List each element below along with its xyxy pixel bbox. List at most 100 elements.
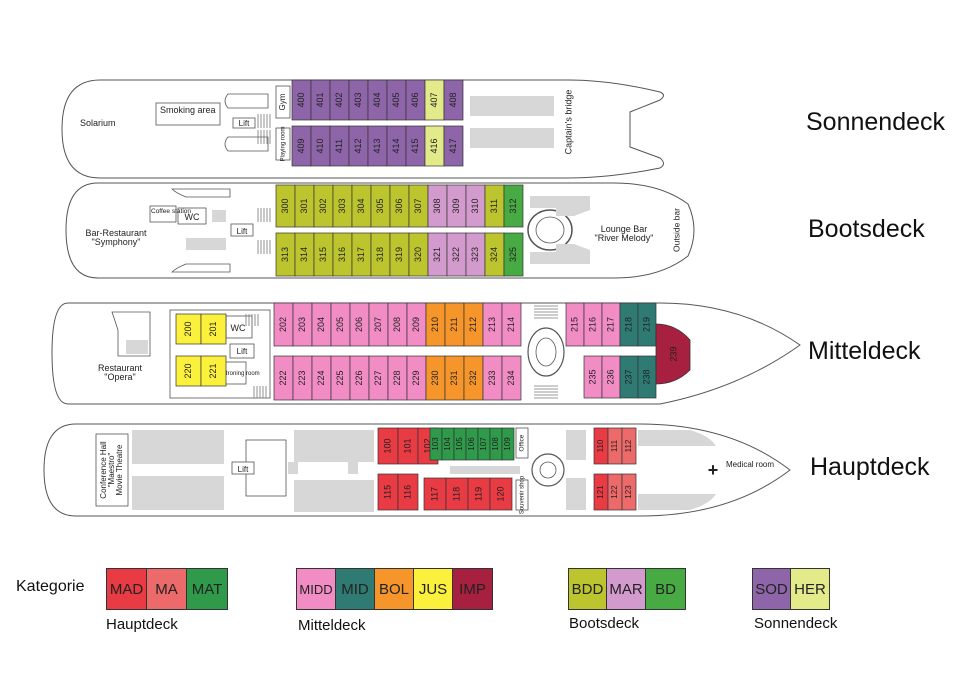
cabin-314-label: 314 (299, 247, 309, 262)
legend-mid: MID (336, 569, 375, 609)
cabin-322-label: 322 (451, 247, 461, 262)
cabin-304-label: 304 (356, 198, 366, 213)
cabin-305-label: 305 (375, 198, 385, 213)
cabin-325 (503, 232, 524, 277)
legend-mitteldeck-caption: Mitteldeck (298, 617, 366, 634)
cabin-100-label: 100 (382, 438, 392, 453)
cabin-220-label: 220 (183, 363, 193, 378)
office-label: Office (519, 434, 526, 451)
legend-jus: JUS (414, 569, 453, 609)
cabin-118-label: 118 (451, 487, 461, 501)
cabin-201-label: 201 (208, 321, 218, 336)
bootsdeck-wc-box (177, 207, 207, 225)
cabin-200 (175, 313, 202, 345)
movie-theatre-label: Movie Theatre (115, 444, 124, 496)
cabin-119-label: 119 (473, 487, 483, 501)
lounge-bar-label: Lounge Bar (601, 224, 648, 234)
legend-title: Kategorie (16, 578, 85, 595)
mitteldeck-lift-box (229, 343, 255, 359)
cabin-211-label: 211 (449, 317, 459, 331)
cabin-417 (443, 125, 464, 167)
mitteldeck-title: Mitteldeck (808, 337, 921, 365)
cabin-218-label: 218 (623, 317, 633, 332)
cabin-214 (501, 302, 522, 347)
hauptdeck-title: Hauptdeck (810, 453, 930, 481)
cabin-238-label: 238 (641, 369, 651, 384)
smoking-area-box (155, 102, 221, 126)
cabin-402-label: 402 (334, 92, 344, 107)
cabin-120 (489, 477, 513, 511)
cabin-404-label: 404 (372, 92, 382, 107)
medical-plus-icon: + (708, 460, 719, 480)
legend-bootsdeck-caption: Bootsdeck (569, 615, 640, 632)
cabin-219-label: 219 (641, 317, 651, 332)
cabin-101-label: 101 (402, 438, 412, 453)
playing-room-box (275, 127, 291, 161)
cabin-237-label: 237 (623, 369, 633, 384)
cabin-223-label: 223 (297, 370, 307, 385)
cabin-204-label: 204 (316, 317, 326, 332)
bootsdeck-wc-label: WC (185, 212, 200, 222)
cabin-324-label: 324 (489, 247, 499, 262)
cabin-112-label: 112 (624, 439, 633, 452)
cabin-411-label: 411 (334, 139, 344, 153)
hauptdeck-grey-1 (132, 430, 224, 464)
cabin-102-label: 102 (422, 438, 432, 453)
cabin-106-label: 106 (467, 437, 476, 451)
mitteldeck-wc-label: WC (231, 323, 246, 333)
cabin-239 (655, 323, 691, 385)
smoking-area-label: Smoking area (160, 105, 216, 115)
cabin-303-label: 303 (337, 198, 347, 213)
cabin-221 (200, 355, 227, 387)
medical-room-label: Medical room (726, 460, 774, 469)
cabin-413-label: 413 (372, 138, 382, 153)
cabin-225-label: 225 (335, 370, 345, 385)
cabin-308-label: 308 (432, 198, 442, 213)
sonnendeck-lift-box (232, 117, 256, 129)
cabin-317-label: 317 (356, 247, 366, 262)
cabin-228-label: 228 (392, 370, 402, 385)
conference-hall-label: Conference Hall (99, 441, 108, 499)
cabin-108-label: 108 (491, 437, 500, 451)
legend-mitteldeck: MIDD MID BOL JUS IMP (296, 568, 493, 610)
legend-sonnendeck-caption: Sonnendeck (754, 615, 838, 632)
captains-bridge-label: Captain's bridge (563, 90, 573, 155)
cabin-310-label: 310 (470, 198, 480, 213)
cabin-234 (501, 355, 522, 401)
cabin-121-label: 121 (596, 485, 605, 499)
cabin-235-label: 235 (587, 369, 597, 384)
coffee-station-box (149, 205, 177, 223)
cabin-123 (621, 473, 637, 511)
coffee-station-label: Coffee station (151, 208, 191, 215)
cabin-239-label: 239 (668, 346, 678, 361)
cabin-229-label: 229 (411, 370, 421, 385)
maestro-label: "Maestro" (107, 453, 116, 488)
solarium-label: Solarium (80, 118, 116, 128)
cabin-408-label: 408 (448, 92, 458, 107)
cabin-312 (503, 184, 524, 228)
cabin-116 (397, 473, 419, 511)
legend-bootsdeck: BDD MAR BD (568, 568, 686, 610)
cabin-217-label: 217 (605, 317, 615, 332)
cabin-224-label: 224 (316, 370, 326, 385)
hauptdeck-lift-label: Lift (238, 465, 249, 474)
cabin-221-label: 221 (208, 363, 218, 378)
cabin-409-label: 409 (296, 138, 306, 153)
cabin-321-label: 321 (432, 247, 442, 262)
cabin-205-label: 205 (335, 317, 345, 332)
cabin-122-label: 122 (610, 485, 619, 499)
cabin-417-label: 417 (448, 138, 458, 153)
cabin-103-label: 103 (431, 437, 440, 451)
playing-room-label: Playing room (281, 126, 287, 161)
souvenir-shop-label: Souvenir shop (520, 475, 526, 514)
cabin-401-label: 401 (315, 92, 325, 107)
cabin-407-label: 407 (429, 92, 439, 107)
opera-label: "Opera" (104, 372, 135, 382)
hauptdeck-lift-box (231, 461, 255, 475)
gym-label: Gym (278, 93, 287, 110)
cabin-316-label: 316 (337, 247, 347, 262)
cabin-318-label: 318 (375, 247, 385, 262)
cabin-116-label: 116 (402, 485, 412, 499)
cabin-226-label: 226 (354, 370, 364, 385)
